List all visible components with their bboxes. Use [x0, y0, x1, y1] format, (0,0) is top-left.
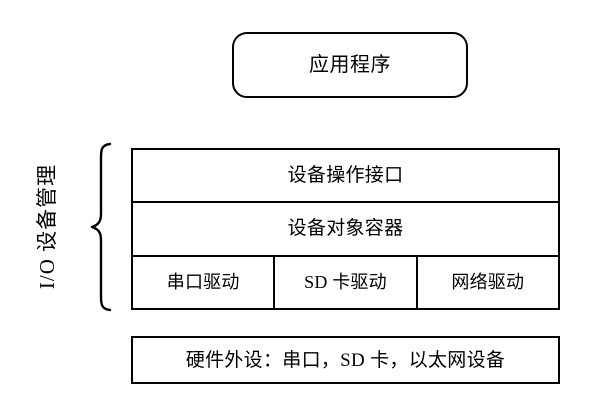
application-box: 应用程序	[232, 32, 468, 98]
io-management-stack: 设备操作接口 设备对象容器 串口驱动 SD 卡驱动 网络驱动	[131, 148, 560, 310]
io-management-group-label: I/O 设备管理	[15, 136, 81, 316]
driver-label-serial: 串口驱动	[166, 272, 240, 293]
driver-row: 串口驱动 SD 卡驱动 网络驱动	[133, 254, 558, 308]
application-label: 应用程序	[309, 54, 391, 76]
driver-label-sd-card: SD 卡驱动	[304, 272, 387, 293]
io-management-label-text: I/O 设备管理	[35, 163, 60, 289]
layer-label-device-operation-interface: 设备操作接口	[287, 165, 404, 187]
layer-row-device-object-container: 设备对象容器	[133, 201, 558, 254]
driver-cell-sd-card: SD 卡驱动	[273, 256, 415, 308]
driver-cell-serial: 串口驱动	[133, 257, 273, 308]
driver-label-network: 网络驱动	[451, 272, 525, 293]
layer-row-device-operation-interface: 设备操作接口	[133, 150, 558, 201]
hardware-peripherals-label: 硬件外设：串口，SD 卡，以太网设备	[185, 349, 506, 371]
curly-brace-icon	[88, 142, 114, 312]
layer-label-device-object-container: 设备对象容器	[287, 218, 404, 240]
hardware-peripherals-box: 硬件外设：串口，SD 卡，以太网设备	[131, 336, 560, 384]
driver-cell-network: 网络驱动	[415, 256, 558, 308]
